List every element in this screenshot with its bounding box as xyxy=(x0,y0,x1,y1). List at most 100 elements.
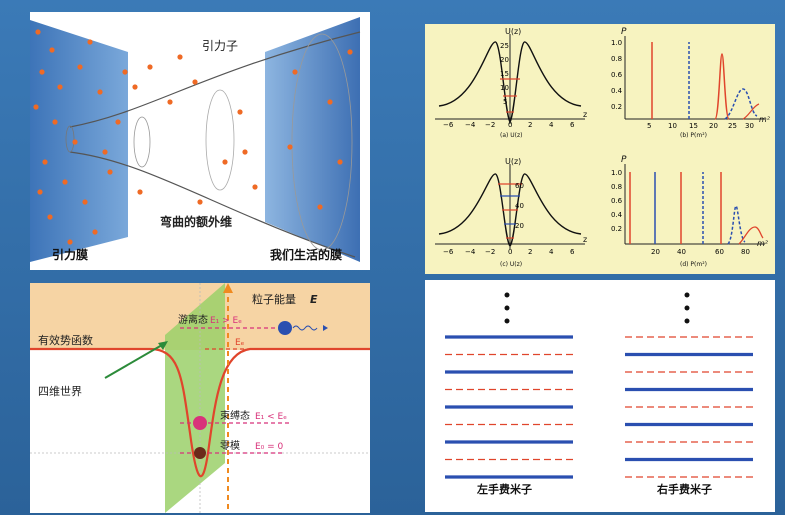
plot-a-ytick-2: 15 xyxy=(500,70,509,78)
plot-d: P m² (d) P(m²) 20 40 60 80 1.0 0.8 0.6 0… xyxy=(611,155,769,268)
plot-a-xtick-5: 4 xyxy=(549,121,554,129)
gravity-brane xyxy=(30,20,128,262)
throat-ring-3 xyxy=(205,89,235,191)
four-d-pointer-head xyxy=(158,341,168,350)
graviton-dot xyxy=(102,149,108,155)
graviton-dot xyxy=(237,109,243,115)
graviton-dot xyxy=(327,99,333,105)
graviton-dot xyxy=(47,214,53,220)
right-fermion-levels xyxy=(625,336,753,478)
graviton-dot xyxy=(115,119,121,125)
graviton-dot xyxy=(242,149,248,155)
plot-b-xtick-3: 20 xyxy=(709,122,718,130)
free-state-label: 游离态 xyxy=(178,313,208,326)
plot-c-xtick-3: 0 xyxy=(508,248,512,256)
ellipsis-dot xyxy=(504,318,510,324)
fermion-levels-svg: 左手费米子 右手费米子 xyxy=(445,292,753,496)
plot-c-ytick-0: 60 xyxy=(515,182,524,190)
plot-c: U(z) z (c) U(z) −6 −4 −2 0 2 4 6 60 40 2… xyxy=(435,157,587,268)
warped-dimension-lower-edge xyxy=(69,151,356,258)
warped-dimension-upper-edge xyxy=(69,31,361,128)
bound-state-particle xyxy=(193,416,207,430)
free-state-relation: E₁ > Eₑ xyxy=(210,316,242,326)
ellipsis-dot xyxy=(504,305,510,311)
plot-a-ytick-4: 5 xyxy=(503,98,507,106)
plot-a-xtick-2: −2 xyxy=(485,121,495,129)
plot-b-ytick-3: 0.4 xyxy=(611,87,623,95)
graviton-dot xyxy=(317,204,323,210)
our-brane xyxy=(265,17,360,262)
plot-b-xtick-4: 25 xyxy=(728,122,737,130)
graviton-label: 引力子 xyxy=(202,39,238,53)
throat-ring-2 xyxy=(133,116,151,168)
plot-b-ytick-0: 1.0 xyxy=(611,39,622,47)
plot-d-peak-7 xyxy=(738,226,764,245)
plot-c-xtick-0: −6 xyxy=(443,248,454,256)
graviton-dot xyxy=(42,159,48,165)
plot-a-ytick-3: 10 xyxy=(500,84,509,92)
four-d-pointer xyxy=(104,344,163,379)
plot-c-ytick-2: 20 xyxy=(515,222,524,230)
graviton-dot xyxy=(82,199,88,205)
plot-d-xlabel: m² xyxy=(757,239,769,248)
graviton-dot xyxy=(347,49,353,55)
graviton-dot xyxy=(35,29,41,35)
plot-b-ylabel: P xyxy=(621,27,627,37)
plot-a-ytick-1: 20 xyxy=(500,56,509,64)
graviton-dot xyxy=(107,169,113,175)
plot-b-xtick-5: 30 xyxy=(745,122,754,130)
plot-a-xtick-0: −6 xyxy=(443,121,454,129)
plot-c-xtick-2: −2 xyxy=(485,248,495,256)
graviton-dot xyxy=(37,189,43,195)
plot-d-peak-6 xyxy=(727,205,746,245)
plot-a: U(z) z (a) U(z) −6 −4 −2 0 2 4 6 25 20 1… xyxy=(435,27,587,139)
gravity-brane-label: 引力膜 xyxy=(52,247,88,262)
plot-d-ytick-2: 0.6 xyxy=(611,197,623,205)
plot-d-ytick-1: 0.8 xyxy=(611,183,622,191)
spectra-plots: U(z) z (a) U(z) −6 −4 −2 0 2 4 6 25 20 1… xyxy=(425,24,775,274)
plot-b-xtick-1: 10 xyxy=(668,122,677,130)
braneworld-diagram: 引力子 弯曲的额外维 引力膜 我们生活的膜 xyxy=(30,12,370,270)
ellipsis-dot xyxy=(684,292,690,298)
plot-c-xtick-6: 6 xyxy=(570,248,575,256)
plot-d-ytick-3: 0.4 xyxy=(611,211,623,219)
effective-potential-diagram: 有效势函数 四维世界 游离态 E₁ > Eₑ 粒子能量 E Eₑ 束缚态 E₁ … xyxy=(30,283,370,513)
graviton-dot xyxy=(197,199,203,205)
graviton-dot xyxy=(122,69,128,75)
plot-a-xlabel: z xyxy=(583,110,587,119)
plot-b-peak-4 xyxy=(724,88,758,120)
plot-c-xlabel: z xyxy=(583,235,587,244)
graviton-dot xyxy=(177,54,183,60)
graviton-dot xyxy=(167,99,173,105)
free-particle-arrow xyxy=(323,325,328,331)
graviton-dot xyxy=(62,179,68,185)
graviton-dot xyxy=(52,119,58,125)
zero-mode-label: 零模 xyxy=(220,440,240,452)
throat-ring-4 xyxy=(291,33,353,251)
free-particle xyxy=(278,321,292,335)
graviton-dot xyxy=(337,159,343,165)
plot-b-xlabel: m² xyxy=(759,115,771,124)
plot-a-potential xyxy=(438,41,582,124)
graviton-dot xyxy=(77,64,83,70)
plot-a-xtick-6: 6 xyxy=(570,121,575,129)
plot-b-xtick-0: 5 xyxy=(647,122,651,130)
plot-a-xtick-1: −4 xyxy=(465,121,476,129)
plot-a-ylabel: U(z) xyxy=(505,27,521,36)
plot-c-xtick-4: 2 xyxy=(528,248,532,256)
graviton-dot xyxy=(252,184,258,190)
graviton-dot xyxy=(292,69,298,75)
graviton-dot xyxy=(147,64,153,70)
zero-mode-relation: E₀ = 0 xyxy=(255,442,284,452)
effective-potential-label: 有效势函数 xyxy=(38,333,93,347)
graviton-dot xyxy=(222,159,228,165)
left-fermion-levels xyxy=(445,335,573,479)
plot-a-xtick-4: 2 xyxy=(528,121,532,129)
left-ellipsis xyxy=(504,292,510,324)
graviton-dot xyxy=(67,239,73,245)
plot-a-xtick-3: 0 xyxy=(508,121,512,129)
graviton-dot xyxy=(92,229,98,235)
plot-d-ytick-4: 0.2 xyxy=(611,225,622,233)
graviton-dot xyxy=(287,144,293,150)
plot-d-xtick-0: 20 xyxy=(651,248,660,256)
